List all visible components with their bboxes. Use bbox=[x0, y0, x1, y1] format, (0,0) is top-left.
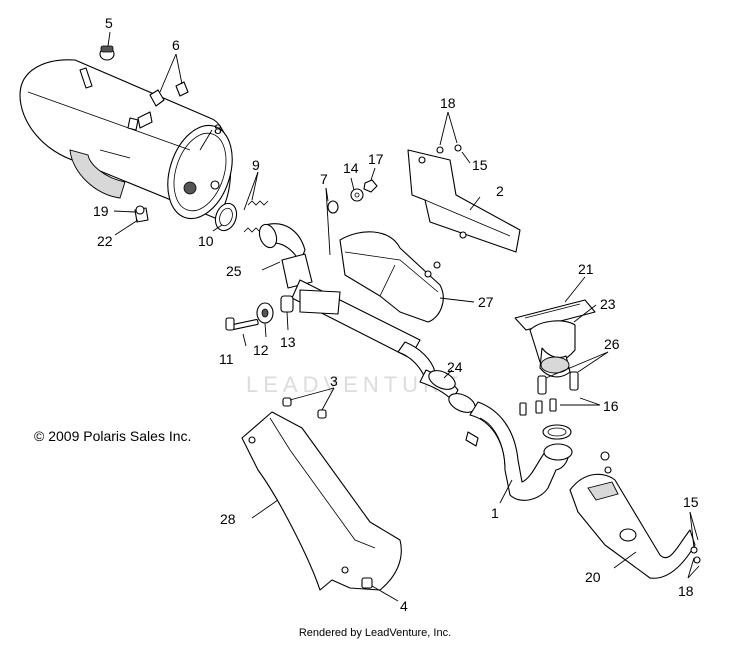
callout-4: 4 bbox=[400, 598, 408, 614]
callout-12: 12 bbox=[253, 342, 269, 358]
callout-9: 9 bbox=[252, 157, 260, 173]
callout-13: 13 bbox=[280, 334, 296, 350]
seal-24 bbox=[428, 370, 476, 413]
nut-17 bbox=[363, 179, 378, 193]
callout-5: 5 bbox=[105, 15, 113, 31]
callout-8: 8 bbox=[214, 121, 222, 137]
footer-credit: Rendered by LeadVenture, Inc. bbox=[298, 627, 452, 639]
bolt-19-22 bbox=[134, 205, 149, 223]
bolt-11 bbox=[225, 317, 259, 331]
callout-18-bottom: 18 bbox=[678, 583, 694, 599]
callout-28: 28 bbox=[220, 511, 236, 527]
callout-2: 2 bbox=[496, 183, 504, 199]
gasket-10 bbox=[214, 202, 238, 232]
callout-10: 10 bbox=[198, 233, 214, 249]
callout-20: 20 bbox=[585, 569, 601, 585]
callout-21: 21 bbox=[578, 261, 594, 277]
callout-14: 14 bbox=[343, 160, 359, 176]
grommet-5 bbox=[99, 45, 115, 61]
callout-26: 26 bbox=[604, 336, 620, 352]
callout-18-top: 18 bbox=[440, 95, 456, 111]
clamps-6 bbox=[137, 81, 189, 129]
callout-7: 7 bbox=[320, 171, 328, 187]
callout-22: 22 bbox=[97, 233, 113, 249]
muffler-part bbox=[19, 59, 233, 220]
callout-27: 27 bbox=[478, 294, 494, 310]
springs-9 bbox=[243, 200, 269, 233]
callout-25: 25 bbox=[226, 263, 242, 279]
callout-11: 11 bbox=[219, 351, 234, 367]
screw-4 bbox=[361, 577, 373, 589]
callout-24: 24 bbox=[447, 359, 463, 375]
callout-3: 3 bbox=[330, 373, 338, 389]
spacer-13 bbox=[280, 295, 294, 313]
y-pipe-1 bbox=[465, 401, 573, 501]
head-pipe-25 bbox=[258, 223, 313, 289]
screws-3 bbox=[282, 397, 327, 419]
callout-16: 16 bbox=[603, 398, 619, 414]
washer-14 bbox=[350, 188, 364, 202]
callout-15-top: 15 bbox=[472, 157, 488, 173]
manifold-23 bbox=[529, 320, 576, 378]
tail-pipe-20 bbox=[569, 451, 701, 579]
callout-17: 17 bbox=[368, 151, 384, 167]
flange-gasket-21 bbox=[514, 299, 596, 331]
heat-shield-28 bbox=[241, 411, 402, 591]
callout-6: 6 bbox=[172, 37, 180, 53]
copyright-notice: © 2009 Polaris Sales Inc. bbox=[34, 428, 192, 444]
callout-1: 1 bbox=[491, 505, 499, 521]
callout-23: 23 bbox=[600, 296, 616, 312]
leader-lines bbox=[107, 31, 700, 602]
heat-shield-27 bbox=[339, 231, 444, 323]
bracket-2 bbox=[407, 144, 521, 253]
springs-26 bbox=[537, 371, 579, 395]
studs-16 bbox=[519, 398, 557, 416]
bushing-12 bbox=[256, 302, 274, 324]
callout-15-bottom: 15 bbox=[683, 494, 699, 510]
seal-ring bbox=[542, 424, 572, 440]
callout-19: 19 bbox=[93, 203, 109, 219]
washer-7 bbox=[327, 200, 339, 214]
callouts: 5 6 8 9 10 19 22 7 14 17 18 15 2 25 27 2… bbox=[93, 15, 699, 614]
